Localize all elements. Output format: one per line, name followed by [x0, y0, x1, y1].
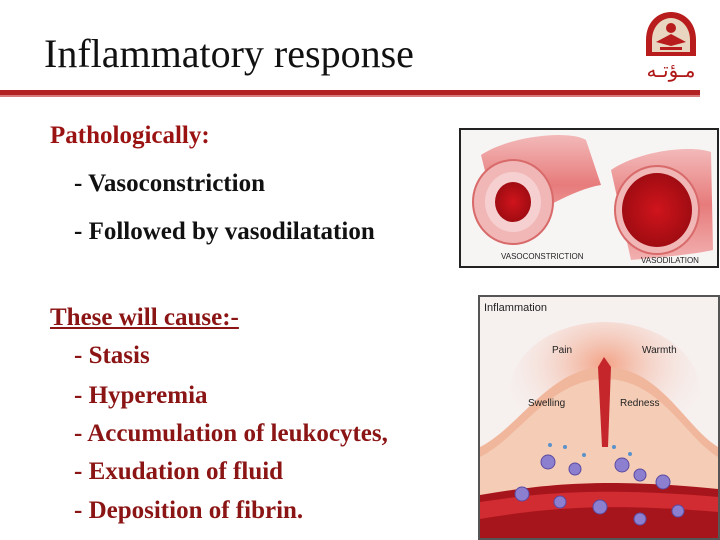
redness-label: Redness: [620, 398, 660, 409]
swelling-label: Swelling: [528, 398, 566, 409]
pathologically-heading: Pathologically:: [50, 122, 210, 149]
logo-text: مـؤتـه: [646, 58, 696, 82]
cause-item: - Deposition of fibrin.: [74, 497, 304, 524]
vasoconstriction-item: - Vasoconstriction: [74, 170, 265, 197]
cause-item: - Hyperemia: [74, 382, 208, 409]
warmth-label: Warmth: [642, 345, 677, 356]
vasodilatation-item: - Followed by vasodilatation: [74, 218, 375, 245]
causes-heading: These will cause:-: [50, 304, 239, 331]
slide-title: Inflammatory response: [44, 31, 414, 76]
inflammation-heading: Inflammation: [484, 302, 547, 314]
cause-item: - Accumulation of leukocytes,: [74, 420, 388, 447]
vasodilation-label: VASODILATION: [641, 256, 699, 265]
cause-item: - Exudation of fluid: [74, 458, 284, 485]
cause-item: - Stasis: [74, 342, 150, 369]
title-underline-shadow: [0, 95, 700, 97]
vessel-illustration: VASOCONSTRICTION VASODILATION: [459, 128, 719, 268]
inflammation-icon: [480, 322, 718, 538]
vasoconstriction-label: VASOCONSTRICTION: [501, 252, 584, 261]
pain-label: Pain: [552, 345, 573, 356]
university-logo-icon: [646, 12, 696, 56]
inflammation-illustration: Inflammation Pain Warmth Swelling Rednes…: [478, 295, 720, 540]
title-underline: [0, 90, 700, 95]
blood-vessel-icon: [472, 135, 713, 260]
